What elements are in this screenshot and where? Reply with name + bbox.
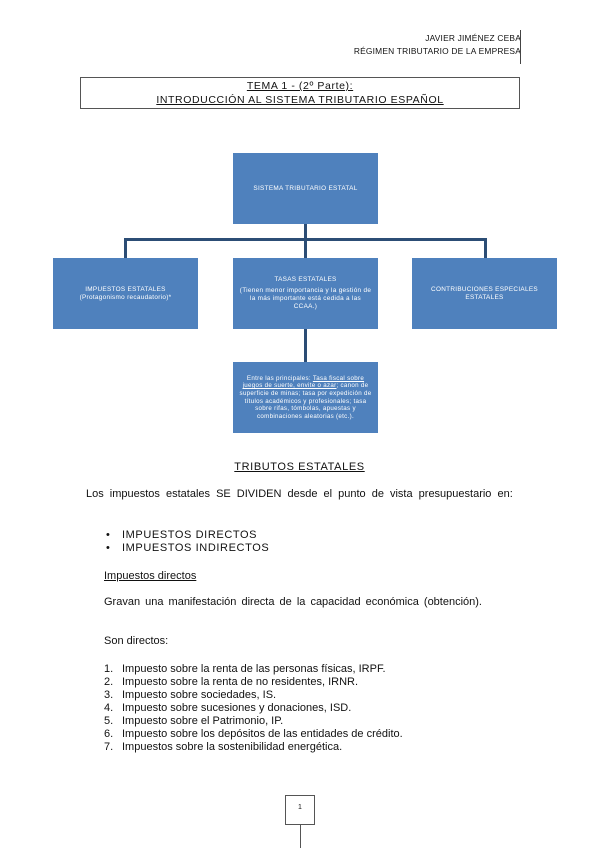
list-item: 1. Impuesto sobre la renta de las persona… bbox=[104, 663, 386, 675]
impuestos-title: IMPUESTOS ESTATALES bbox=[85, 285, 166, 293]
list-text: Impuesto sobre la renta de las personas … bbox=[122, 663, 386, 675]
list-text: Impuesto sobre los depósitos de las enti… bbox=[122, 728, 403, 740]
list-text: Impuestos sobre la sostenibilidad energé… bbox=[122, 741, 343, 753]
title-box: TEMA 1 - (2º Parte): INTRODUCCIÓN AL SIS… bbox=[80, 77, 520, 109]
header-subject: RÉGIMEN TRIBUTARIO DE LA EMPRESA bbox=[353, 46, 521, 56]
diagram-detail-box: Entre las principales: Tasa fiscal sobre… bbox=[233, 362, 378, 433]
list-text: Impuesto sobre sociedades, IS. bbox=[122, 689, 277, 701]
list-item: 3. Impuesto sobre sociedades, IS. bbox=[104, 689, 276, 701]
section-description: Gravan una manifestación directa de la c… bbox=[104, 596, 482, 608]
impuestos-note: (Protagonismo recaudatorio)* bbox=[79, 293, 172, 301]
connector-root-stem bbox=[304, 224, 307, 239]
list-number: 4. bbox=[104, 702, 114, 714]
connector-left-drop bbox=[124, 238, 127, 258]
tasas-note: (Tienen menor importancia y la gestión d… bbox=[239, 287, 372, 310]
contribuciones-title: CONTRIBUCIONES ESPECIALES ESTATALES bbox=[431, 285, 538, 301]
detail-link[interactable]: Tasa fiscal sobre juegos de suerte, envi… bbox=[242, 374, 365, 390]
diagram-root-box: SISTEMA TRIBUTARIO ESTATAL bbox=[233, 153, 378, 224]
title-line-1: TEMA 1 - (2º Parte): bbox=[246, 80, 354, 92]
diagram-root-label: SISTEMA TRIBUTARIO ESTATAL bbox=[253, 184, 358, 192]
detail-after: ; canon de superficie de minas; tasa por… bbox=[239, 382, 372, 420]
list-item: 4. Impuesto sobre sucesiones y donaciones… bbox=[104, 702, 351, 714]
list-text: Impuesto sobre sucesiones y donaciones, … bbox=[122, 702, 352, 714]
section-title: TRIBUTOS ESTATALES bbox=[234, 461, 365, 473]
detail-before: Entre las principales: bbox=[246, 374, 313, 382]
connector-right-drop bbox=[484, 238, 487, 258]
list-item: 5. Impuesto sobre el Patrimonio, IP. bbox=[104, 715, 283, 727]
header-divider bbox=[520, 30, 521, 64]
list-number: 3. bbox=[104, 689, 114, 701]
section-intro: Los impuestos estatales SE DIVIDEN desde… bbox=[86, 488, 513, 500]
bullet-dot: • bbox=[106, 529, 111, 541]
document-header: JAVIER JIMÉNEZ CEBA RÉGIMEN TRIBUTARIO D… bbox=[354, 32, 521, 58]
connector-center-drop bbox=[304, 238, 307, 258]
list-item: 6. Impuesto sobre los depósitos de las en… bbox=[104, 728, 403, 740]
bullet-label: IMPUESTOS DIRECTOS bbox=[122, 529, 258, 541]
list-number: 1. bbox=[104, 663, 114, 675]
title-line-2: INTRODUCCIÓN AL SISTEMA TRIBUTARIO ESPAÑ… bbox=[156, 94, 444, 106]
diagram-impuestos-box: IMPUESTOS ESTATALES (Protagonismo recaud… bbox=[53, 258, 198, 329]
list-text: Impuesto sobre el Patrimonio, IP. bbox=[122, 715, 284, 727]
list-number: 2. bbox=[104, 676, 114, 688]
list-number: 5. bbox=[104, 715, 114, 727]
list-intro: Son directos: bbox=[104, 635, 169, 647]
list-text: Impuesto sobre la renta de no residentes… bbox=[122, 676, 359, 688]
header-author: JAVIER JIMÉNEZ CEBA bbox=[425, 33, 521, 43]
list-item: 2. Impuesto sobre la renta de no resident… bbox=[104, 676, 358, 688]
bullet-label: IMPUESTOS INDIRECTOS bbox=[122, 542, 270, 554]
bullet-item: • IMPUESTOS INDIRECTOS bbox=[106, 542, 269, 554]
page-number-stem bbox=[300, 825, 301, 848]
page-number: 1 bbox=[298, 804, 302, 811]
bullet-dot: • bbox=[106, 542, 111, 554]
diagram-contribuciones-box: CONTRIBUCIONES ESPECIALES ESTATALES bbox=[412, 258, 557, 329]
page-number-box: 1 bbox=[285, 795, 315, 825]
tasas-title: TASAS ESTATALES bbox=[274, 276, 337, 283]
subheading-impuestos-directos: Impuestos directos bbox=[104, 570, 197, 582]
diagram-tasas-box: TASAS ESTATALES (Tienen menor importanci… bbox=[233, 258, 378, 329]
connector-detail-stem bbox=[304, 329, 307, 362]
list-number: 6. bbox=[104, 728, 114, 740]
list-item: 7. Impuestos sobre la sostenibilidad ener… bbox=[104, 741, 342, 753]
detail-text: Entre las principales: Tasa fiscal sobre… bbox=[238, 375, 373, 421]
bullet-item: • IMPUESTOS DIRECTOS bbox=[106, 529, 257, 541]
list-number: 7. bbox=[104, 741, 114, 753]
